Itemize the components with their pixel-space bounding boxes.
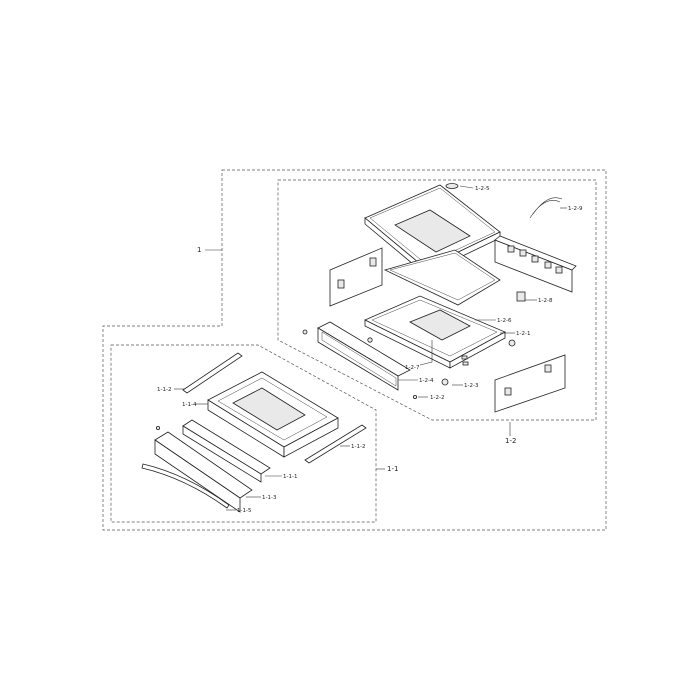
- label-1-2: 1-2: [505, 437, 516, 445]
- drawer-box: [207, 371, 339, 458]
- assembly-1-2-boundary: [277, 179, 597, 421]
- top-rail: [182, 352, 243, 394]
- label-1-1-2-top: 1-1-2: [157, 387, 171, 393]
- left-side-panel: [329, 247, 383, 307]
- label-1-2-3: 1-2-3: [464, 383, 479, 389]
- rear-panel: [494, 235, 577, 293]
- label-1-1-1: 1-1-1: [283, 474, 297, 480]
- label-1-1-5: 1-1-5: [237, 508, 252, 514]
- label-1-1-2-side: 1-1-2: [351, 444, 365, 450]
- clip-a: [461, 355, 468, 360]
- right-side-panel: [494, 354, 566, 413]
- label-1-2-8: 1-2-8: [538, 298, 553, 304]
- label-1-2-4: 1-2-4: [419, 378, 434, 384]
- wire-harness: [529, 197, 563, 219]
- label-1: 1: [197, 246, 201, 254]
- label-1-1-3: 1-1-3: [262, 495, 277, 501]
- screw-c: [412, 394, 417, 399]
- screw-b: [367, 337, 373, 343]
- label-1-1: 1-1: [387, 465, 398, 473]
- drawer-front-frame: [182, 419, 271, 483]
- foot-left: [441, 378, 449, 386]
- label-1-2-1: 1-2-1: [516, 331, 530, 337]
- foot-right: [508, 339, 516, 347]
- middle-plate: [383, 249, 501, 306]
- clip-b: [462, 361, 469, 366]
- bracket-1-2-6: [516, 291, 526, 302]
- label-1-2-9: 1-2-9: [568, 206, 583, 212]
- base-tray: [364, 295, 506, 369]
- label-1-2-6: 1-2-6: [497, 318, 512, 324]
- drawer-handle: [141, 463, 230, 509]
- label-1-2-2: 1-2-2: [430, 395, 444, 401]
- front-frame: [317, 321, 411, 391]
- drawer-front-panel: [154, 431, 253, 513]
- label-1-1-4: 1-1-4: [182, 402, 197, 408]
- leader-1-2-5: [459, 185, 474, 189]
- assembly-1-1-boundary: [110, 344, 377, 523]
- leader-1-2-7: [419, 340, 433, 366]
- label-1-2-7: 1-2-7: [405, 365, 420, 371]
- drawer-screw: [155, 425, 160, 430]
- label-1-2-5: 1-2-5: [475, 186, 490, 192]
- screw-a: [302, 329, 308, 335]
- assembly-1-boundary: [102, 169, 607, 531]
- side-rail: [304, 424, 367, 464]
